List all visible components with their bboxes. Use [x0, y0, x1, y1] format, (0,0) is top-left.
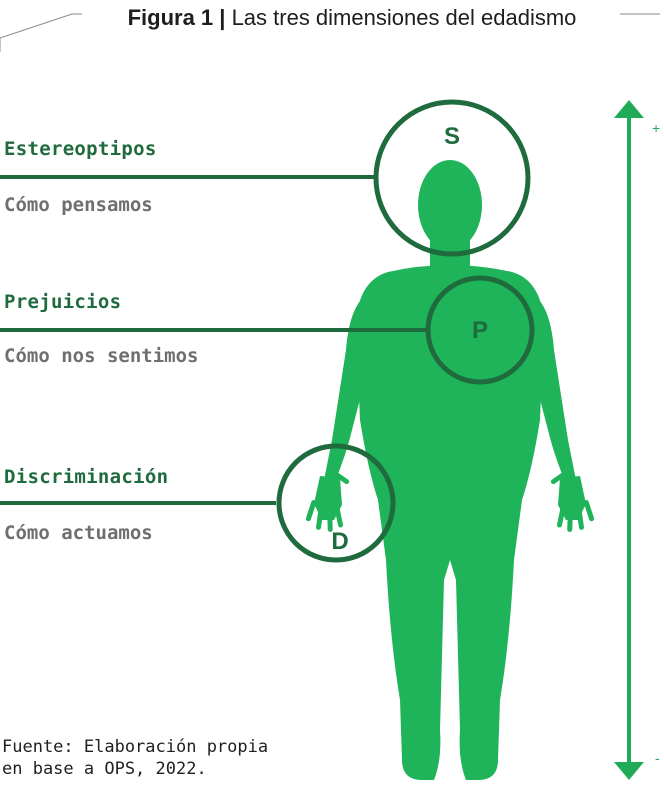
discrimination-description: Cómo actuamos: [4, 522, 153, 544]
source-line-2: en base a OPS, 2022.: [2, 758, 268, 780]
right-hand: [550, 468, 595, 532]
discrimination-label: Discriminación: [4, 466, 168, 488]
prejudices-label: Prejuicios: [4, 291, 121, 313]
axis-minus-sign: -: [655, 750, 660, 766]
axis-arrow-down: [614, 762, 644, 780]
prejudices-description: Cómo nos sentimos: [4, 345, 198, 367]
source-note: Fuente: Elaboración propia en base a OPS…: [2, 736, 268, 780]
intensity-axis: [614, 100, 644, 780]
stereotypes-label: Estereoptipos: [4, 138, 157, 160]
title-frame: [0, 14, 660, 52]
circle-letter-d: D: [331, 528, 348, 555]
axis-arrow-up: [614, 100, 644, 118]
left-hand: [305, 468, 350, 532]
stereotypes-description: Cómo pensamos: [4, 194, 153, 216]
axis-plus-sign: +: [652, 120, 660, 136]
circle-letter-s: S: [444, 123, 460, 150]
source-line-1: Fuente: Elaboración propia: [2, 736, 268, 758]
circle-letter-p: P: [472, 317, 488, 344]
